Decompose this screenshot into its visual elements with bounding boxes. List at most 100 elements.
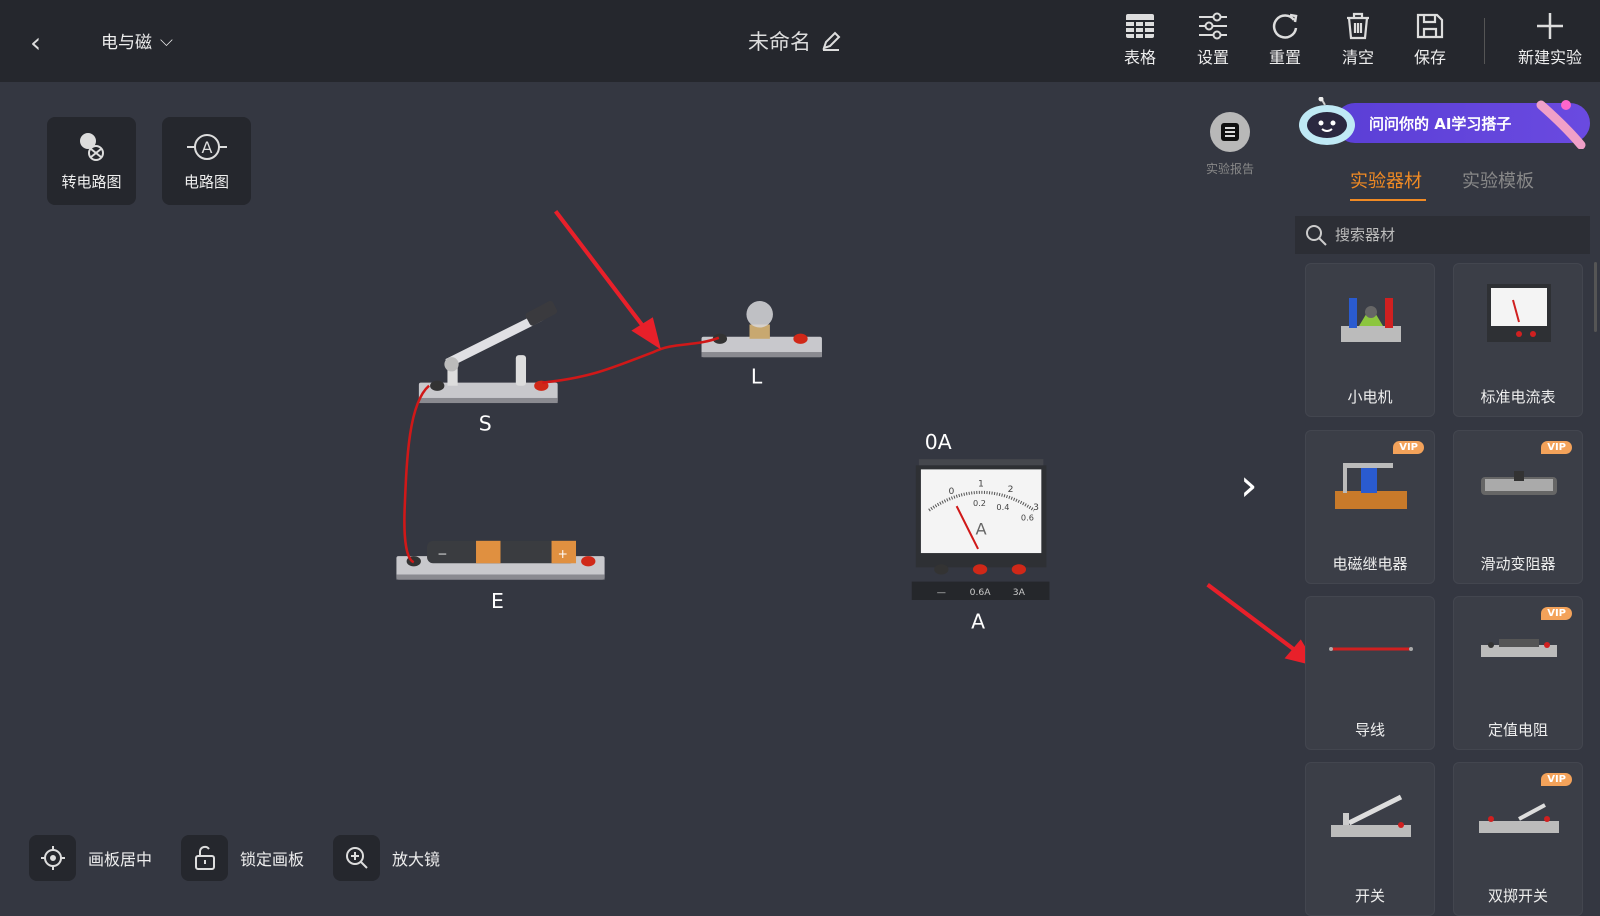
toolbar-divider [1484,18,1485,64]
search-icon [1306,225,1327,246]
center-canvas-label: 画板居中 [88,850,153,869]
back-button[interactable]: ‹ [30,26,42,59]
svg-text:A: A [201,138,212,157]
subject-dropdown[interactable]: 电与磁⌵ [101,28,173,54]
experiment-title[interactable]: 未命名 [748,26,841,56]
ai-banner-text: 问问你的 AI学习搭子 [1369,114,1512,133]
equipment-image-icon [1481,471,1557,495]
ammeter-label: A [971,610,985,634]
settings-icon [1199,12,1227,40]
robot-mascot-icon [1299,97,1355,145]
battery-label: E [491,589,504,613]
equipment-image-icon [1481,639,1557,657]
equipment-card[interactable]: VIP 双掷开关 [1453,762,1583,916]
ammeter-component[interactable]: 0 1 2 3 0.2 0.4 0.6 A — 0.6A 3A [911,459,1050,600]
panel-scrollbar[interactable] [1594,262,1597,332]
scale-tick: 0.6 [1021,512,1034,522]
equipment-label: 电磁继电器 [1332,555,1408,573]
report-icon [1221,123,1239,141]
ammeter-symbol-icon: A [186,134,227,160]
tab-templates[interactable]: 实验模板 [1462,171,1534,192]
report-label: 实验报告 [1205,162,1254,176]
scale-tick: 0.2 [973,498,986,508]
wire-switch-battery[interactable] [403,384,430,564]
lock-canvas-button[interactable]: 锁定画板 [181,835,304,881]
new-experiment-button[interactable]: 新建实验 [1510,12,1590,68]
vip-badge: VIP [1393,441,1424,454]
svg-text:+: + [558,547,568,561]
equipment-label: 小电机 [1347,388,1393,406]
plus-icon [1537,13,1563,39]
decor-ribbon-icon [1536,100,1586,149]
trash-icon [1347,12,1369,40]
equipment-image-icon [1335,463,1407,509]
center-canvas-button[interactable]: 画板居中 [29,835,152,881]
edit-icon[interactable] [821,31,841,51]
chevron-down-icon: ⌵ [160,30,173,51]
circuit-diagram-label: 电路图 [183,173,229,191]
table-icon [1126,14,1154,38]
terminal-label: 0.6A [970,587,992,598]
equipment-label: 标准电流表 [1480,388,1556,406]
equipment-card[interactable]: 开关 [1305,762,1435,916]
equipment-label: 定值电阻 [1487,721,1548,739]
experiment-report-button[interactable]: 实验报告 [1206,112,1254,177]
equipment-card[interactable]: VIP 滑动变阻器 [1453,430,1583,584]
battery-component[interactable]: − + [396,540,605,580]
new-experiment-label: 新建实验 [1517,48,1582,67]
reset-button[interactable]: 重置 [1255,12,1315,68]
zoom-in-icon [345,847,368,869]
scale-tick: 2 [1008,484,1014,495]
scale-tick: 0 [948,486,954,497]
ammeter-needle [955,505,979,550]
settings-label: 设置 [1196,48,1229,67]
reset-icon [1272,13,1298,39]
active-tab-indicator [1350,199,1426,201]
convert-circuit-diagram-button[interactable]: 转电路图 [47,117,136,205]
search-input[interactable] [1335,226,1555,244]
wire-switch-bulb[interactable] [542,336,720,384]
equipment-label: 开关 [1354,887,1385,905]
equipment-card[interactable]: VIP 定值电阻 [1453,596,1583,750]
table-label: 表格 [1123,48,1156,67]
tab-equipment[interactable]: 实验器材 [1350,171,1422,192]
clear-button[interactable]: 清空 [1328,12,1388,68]
terminal-label: — [937,587,946,598]
equipment-image-icon [1331,794,1411,837]
equipment-card[interactable]: VIP 电磁继电器 [1305,430,1435,584]
annotation-arrow-icon [553,209,1318,667]
equipment-label: 滑动变阻器 [1480,555,1556,573]
unlock-icon [194,845,215,870]
equipment-image-icon [1329,647,1413,651]
convert-label: 转电路图 [61,173,122,191]
convert-diagram-icon [79,133,104,161]
vip-badge: VIP [1541,607,1572,620]
settings-button[interactable]: 设置 [1183,12,1243,68]
ammeter-reading: 0A [925,430,952,454]
equipment-image-icon [1479,803,1559,833]
save-icon [1416,13,1444,39]
vip-badge: VIP [1541,441,1572,454]
equipment-search[interactable] [1295,216,1590,254]
panel-collapse-chevron-right-icon[interactable]: › [1240,460,1258,511]
magnifier-label: 放大镜 [392,850,441,869]
circuit-diagram-button[interactable]: A 电路图 [162,117,251,205]
magnifier-button[interactable]: 放大镜 [333,835,440,881]
equipment-image-icon [1487,284,1551,342]
equipment-card[interactable]: 标准电流表 [1453,263,1583,417]
scale-tick: 3 [1033,502,1039,513]
terminal-label: 3A [1013,587,1026,598]
ammeter-unit: A [976,520,988,539]
switch-component[interactable] [418,300,558,404]
scale-tick: 1 [978,479,984,490]
equipment-label: 双掷开关 [1487,887,1548,905]
equipment-card[interactable]: 小电机 [1305,263,1435,417]
top-bar: ‹ 电与磁⌵ 未命名 表格 设置 重置 清空 保存 新建实验 [0,0,1600,82]
save-button[interactable]: 保存 [1400,12,1460,68]
bulb-component[interactable] [701,301,822,358]
equipment-card[interactable]: 导线 [1305,596,1435,750]
table-button[interactable]: 表格 [1110,12,1170,68]
vip-badge: VIP [1541,773,1572,786]
ai-assistant-banner[interactable]: 问问你的 AI学习搭子 [1295,97,1590,149]
